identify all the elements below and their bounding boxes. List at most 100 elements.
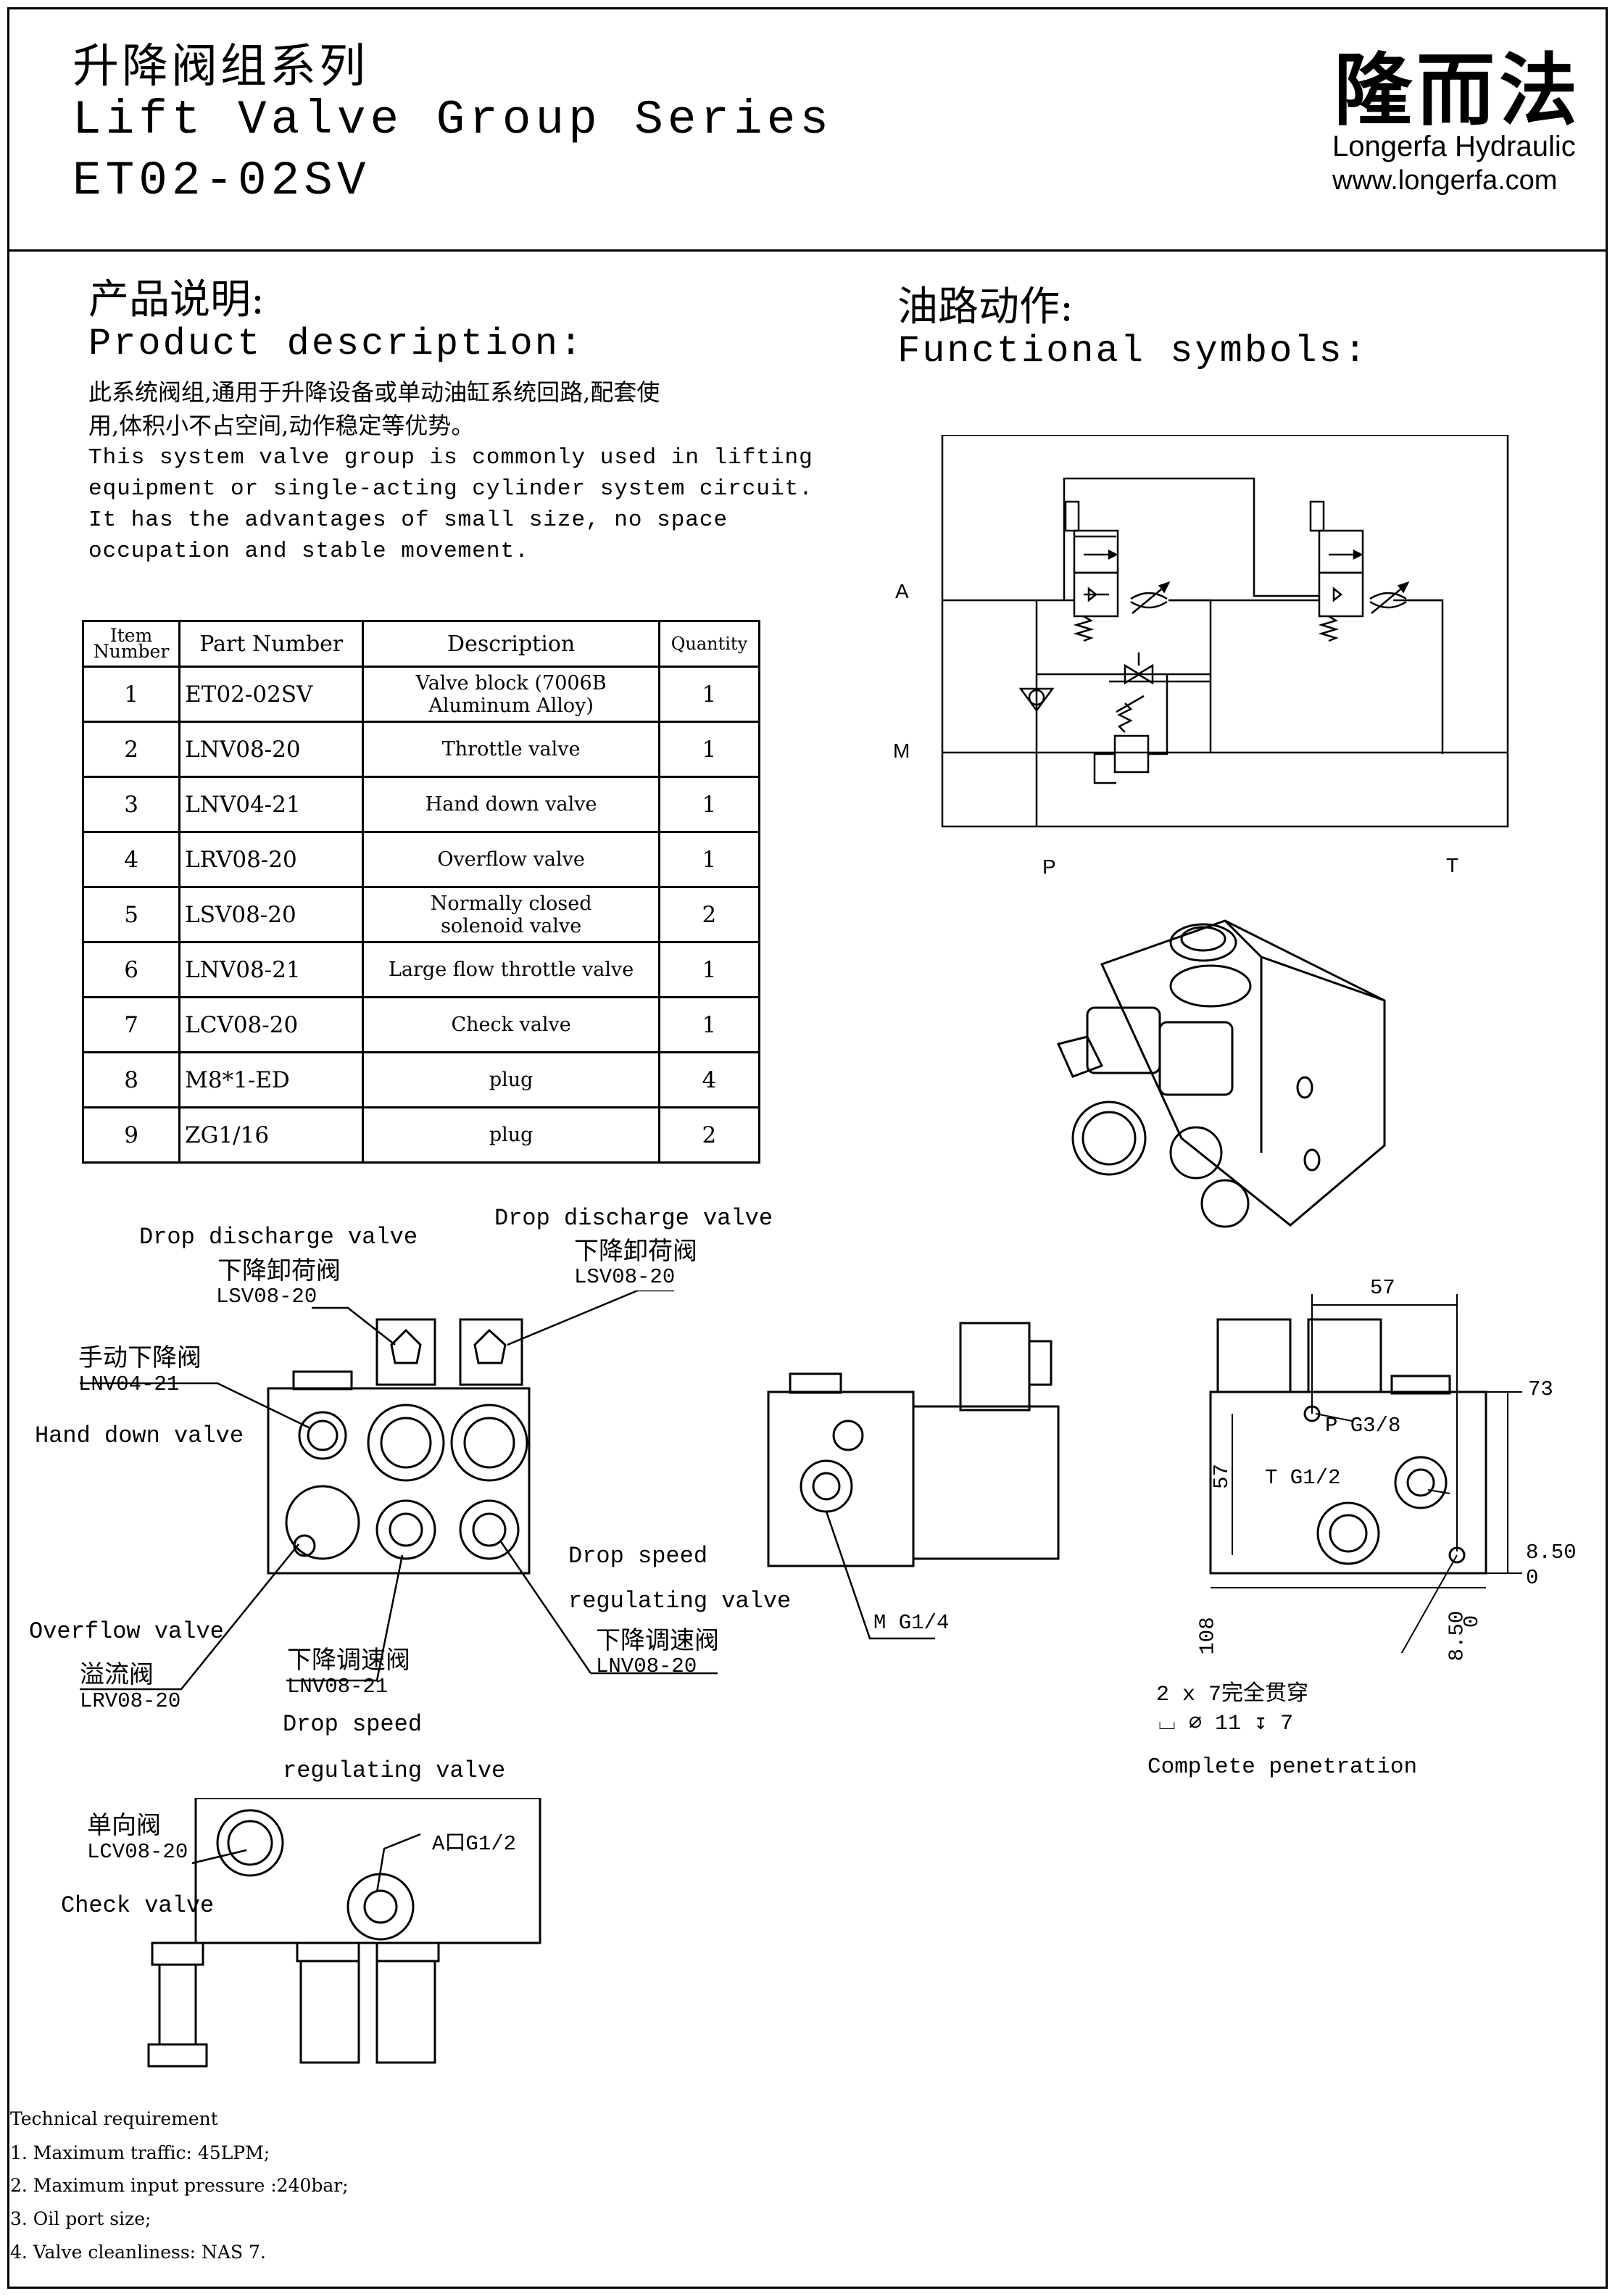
drop-speed-en-right-1: Drop speed <box>568 1543 708 1570</box>
product-desc-en-1: This system valve group is commonly used… <box>88 445 813 471</box>
front-view-drawing <box>80 1290 718 1691</box>
tech-req-4: 4. Valve cleanliness: NAS 7. <box>10 2242 266 2263</box>
valve-isometric-view <box>1056 919 1386 1228</box>
part-cell: ET02-02SV <box>178 666 365 723</box>
desc-cell: Large flow throttle valve <box>362 941 660 998</box>
qty-cell: 1 <box>657 721 761 778</box>
desc-line-1: Large flow throttle valve <box>388 958 634 981</box>
qty-cell: 2 <box>657 886 761 943</box>
col-part: Part Number <box>178 620 365 668</box>
port-p-callout: P G3/8 <box>1325 1414 1401 1438</box>
side-block <box>767 1391 915 1567</box>
title-cn: 升降阀组系列 <box>72 40 368 94</box>
qty-cell: 1 <box>657 776 761 833</box>
solenoid-1 <box>375 1318 436 1386</box>
port-m-callout: M G1/4 <box>873 1611 950 1635</box>
bottom-block <box>194 1798 541 1944</box>
tech-req-1: 1. Maximum traffic: 45LPM; <box>10 2142 270 2163</box>
plug-top <box>292 1370 353 1391</box>
drop-discharge-cn-left: 下降卸荷阀 <box>217 1256 341 1285</box>
qty-cell: 1 <box>657 831 761 888</box>
col-item-line1: Item <box>109 625 153 646</box>
desc-line-2: solenoid valve <box>441 914 582 937</box>
product-desc-cn-2: 用,体积小不占空间,动作稳定等优势。 <box>88 412 475 439</box>
col-item-line2: Number <box>93 641 170 662</box>
item-cell: 6 <box>81 941 181 998</box>
desc-line-1: plug <box>489 1069 534 1091</box>
desc-cell: plug <box>362 1051 660 1108</box>
port-a-callout: A口G1/2 <box>432 1832 517 1856</box>
check-valve-code: LCV08-20 <box>87 1840 188 1864</box>
bottom-view-drawing <box>147 1798 541 2068</box>
desc-cell: plug <box>362 1106 660 1164</box>
col-qty: Quantity <box>657 620 761 668</box>
functional-heading-en: Functional symbols: <box>897 330 1369 373</box>
hand-down-cn: 手动下降阀 <box>78 1343 202 1372</box>
port-p-label: P <box>1042 855 1056 878</box>
desc-line-1: Valve block (7006B <box>415 671 607 695</box>
drop-speed-en-right-2: regulating valve <box>568 1588 792 1615</box>
drop-speed-en-left-2: regulating valve <box>283 1757 506 1784</box>
part-cell: LRV08-20 <box>178 831 365 888</box>
part-cell: LNV08-20 <box>178 721 365 778</box>
part-cell: ZG1/16 <box>178 1106 365 1164</box>
brand-logo-cn: 隆而法 <box>1334 46 1582 134</box>
brand-website: www.longerfa.com <box>1332 165 1558 196</box>
drop-speed-en-left-1: Drop speed <box>283 1711 423 1738</box>
desc-line-1: Check valve <box>451 1014 571 1036</box>
tech-title: Technical requirement <box>10 2108 218 2129</box>
product-desc-en-4: occupation and stable movement. <box>88 539 529 564</box>
drop-discharge-code-left: LSV08-20 <box>216 1285 317 1309</box>
overflow-cn: 溢流阀 <box>80 1660 154 1689</box>
dim-57-side: 57 <box>1209 1464 1234 1489</box>
overflow-code: LRV08-20 <box>80 1689 181 1713</box>
dim-8-50-a: 8.50 <box>1526 1541 1577 1564</box>
item-cell: 7 <box>81 996 181 1053</box>
desc-line-1: Throttle valve <box>441 738 581 761</box>
solenoid-2 <box>459 1318 523 1386</box>
product-desc-en-2: equipment or single-acting cylinder syst… <box>88 476 813 502</box>
product-desc-en-3: It has the advantages of small size, no … <box>88 507 728 533</box>
desc-line-1: Normally closed <box>430 892 592 915</box>
desc-cell: Throttle valve <box>362 721 660 778</box>
port-t-label: T <box>1446 854 1459 876</box>
dim-57-top: 57 <box>1370 1276 1395 1300</box>
drop-discharge-label-left: Drop discharge valve <box>139 1224 418 1251</box>
qty-cell: 1 <box>657 666 761 723</box>
dim-0-a: 0 <box>1526 1566 1539 1590</box>
drop-speed-code-left: LNV08-21 <box>287 1675 389 1699</box>
drop-discharge-label-right: Drop discharge valve <box>494 1205 773 1232</box>
col-desc: Description <box>362 620 660 668</box>
desc-cell: Check valve <box>362 996 660 1053</box>
part-cell: LNV04-21 <box>178 776 365 833</box>
qty-cell: 4 <box>657 1051 761 1108</box>
port-a-label: A <box>895 580 909 602</box>
port-t-callout: T G1/2 <box>1265 1466 1341 1490</box>
product-heading-cn: 产品说明: <box>88 276 265 323</box>
part-cell: LCV08-20 <box>178 996 365 1053</box>
item-cell: 2 <box>81 721 181 778</box>
item-cell: 4 <box>81 831 181 888</box>
item-cell: 5 <box>81 886 181 943</box>
part-cell: LNV08-21 <box>178 941 365 998</box>
part-cell: M8*1-ED <box>178 1051 365 1108</box>
check-valve-en: Check valve <box>61 1892 215 1919</box>
hand-down-en: Hand down valve <box>35 1422 244 1449</box>
right-view-drawing <box>1209 1294 1522 1653</box>
tech-req-3: 3. Oil port size; <box>10 2208 151 2229</box>
drop-speed-cn-right: 下降调速阀 <box>596 1626 719 1655</box>
desc-line-2: Aluminum Alloy) <box>428 694 594 717</box>
item-cell: 3 <box>81 776 181 833</box>
hole-note: 2 x 7完全贯穿 <box>1156 1683 1309 1707</box>
counterbore-note: ⌴ ⌀ 11 ↧ 7 <box>1158 1712 1294 1736</box>
